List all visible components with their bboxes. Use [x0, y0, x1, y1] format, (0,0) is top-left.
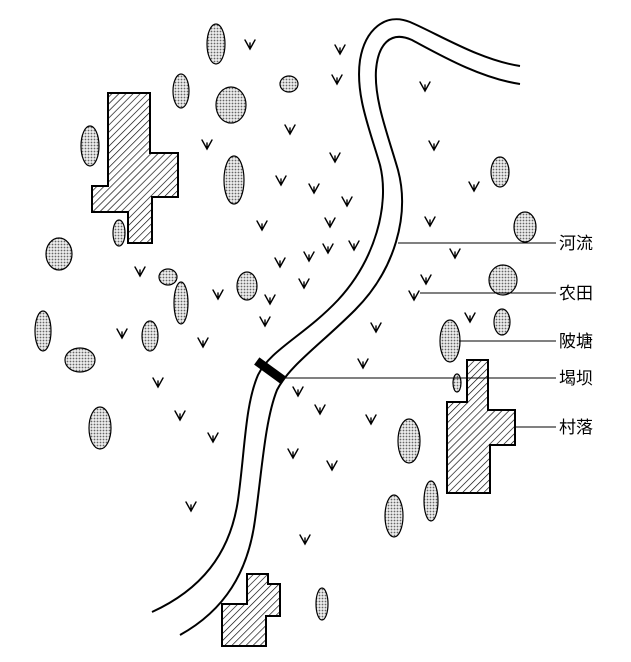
crop-sprout-icon — [275, 175, 287, 187]
crop-sprout-icon — [428, 140, 440, 152]
dam-bar — [254, 357, 286, 384]
crop-sprout-icon — [244, 39, 256, 51]
villages — [91, 92, 516, 647]
crop-sprout-icon — [408, 290, 420, 302]
farmland-crops — [116, 39, 480, 546]
pond-ellipse-icon — [493, 308, 511, 336]
label-dam: 堨坝 — [559, 369, 593, 389]
crop-sprout-icon — [256, 220, 268, 232]
crop-sprout-icon — [334, 44, 346, 56]
label-river: 河流 — [559, 234, 593, 254]
crop-sprout-icon — [357, 358, 369, 370]
pond-ellipse-icon — [173, 281, 189, 325]
pond-ellipse-icon — [423, 480, 439, 522]
pond-ellipse-icon — [158, 268, 178, 286]
crop-sprout-icon — [134, 266, 146, 278]
label-farmland: 农田 — [559, 284, 593, 304]
crop-sprout-icon — [299, 534, 311, 546]
crop-sprout-icon — [424, 216, 436, 228]
crop-sprout-icon — [207, 432, 219, 444]
callout-labels: 河流 农田 陂塘 堨坝 村落 — [559, 234, 593, 438]
crop-sprout-icon — [264, 294, 276, 306]
village-south — [221, 573, 281, 647]
crop-sprout-icon — [348, 240, 360, 252]
crop-sprout-icon — [314, 404, 326, 416]
crop-sprout-icon — [370, 322, 382, 334]
river-bank-east — [179, 35, 521, 636]
pond-ellipse-icon — [315, 587, 329, 621]
pond-ellipse-icon — [172, 73, 190, 109]
crop-sprout-icon — [259, 316, 271, 328]
crop-sprout-icon — [298, 278, 310, 290]
pond-ellipse-icon — [452, 373, 462, 393]
village-east — [446, 359, 516, 494]
pond-ellipse-icon — [45, 237, 73, 271]
crop-sprout-icon — [185, 501, 197, 513]
crop-sprout-icon — [287, 448, 299, 460]
crop-sprout-icon — [365, 414, 377, 426]
crop-sprout-icon — [468, 181, 480, 193]
crop-sprout-icon — [197, 337, 209, 349]
pond-ellipse-icon — [236, 271, 258, 301]
crop-sprout-icon — [292, 386, 304, 398]
pond-ellipse-icon — [490, 156, 510, 188]
river-bank-west — [151, 18, 521, 613]
crop-sprout-icon — [152, 377, 164, 389]
crop-sprout-icon — [284, 124, 296, 136]
river — [151, 18, 521, 636]
callout-lines — [283, 242, 556, 428]
pond-ellipse-icon — [488, 264, 518, 296]
crop-sprout-icon — [420, 274, 432, 286]
crop-sprout-icon — [329, 152, 341, 164]
pond-ellipse-icon — [215, 86, 247, 124]
crop-sprout-icon — [449, 248, 461, 260]
crop-sprout-icon — [341, 196, 353, 208]
pond-ellipse-icon — [64, 347, 96, 373]
ponds — [34, 23, 537, 621]
pond-ellipse-icon — [513, 211, 537, 243]
crop-sprout-icon — [116, 328, 128, 340]
crop-sprout-icon — [322, 243, 334, 255]
pond-ellipse-icon — [80, 125, 100, 167]
label-pond: 陂塘 — [559, 332, 593, 352]
pond-ellipse-icon — [223, 155, 245, 205]
crop-sprout-icon — [331, 74, 343, 86]
crop-sprout-icon — [419, 81, 431, 93]
pond-ellipse-icon — [141, 320, 159, 352]
crop-sprout-icon — [324, 217, 336, 229]
crop-sprout-icon — [212, 289, 224, 301]
pond-ellipse-icon — [206, 23, 226, 65]
pond-ellipse-icon — [112, 219, 126, 247]
crop-sprout-icon — [201, 139, 213, 151]
village-northwest — [91, 92, 179, 244]
crop-sprout-icon — [303, 251, 315, 263]
crop-sprout-icon — [464, 312, 476, 324]
pond-ellipse-icon — [88, 406, 112, 450]
label-village: 村落 — [559, 418, 593, 438]
pond-ellipse-icon — [34, 310, 52, 352]
pond-ellipse-icon — [279, 75, 299, 93]
crop-sprout-icon — [174, 410, 186, 422]
crop-sprout-icon — [274, 257, 286, 269]
crop-sprout-icon — [326, 460, 338, 472]
pond-ellipse-icon — [397, 418, 421, 464]
pond-ellipse-icon — [439, 319, 461, 363]
crop-sprout-icon — [308, 183, 320, 195]
pond-ellipse-icon — [384, 494, 404, 538]
